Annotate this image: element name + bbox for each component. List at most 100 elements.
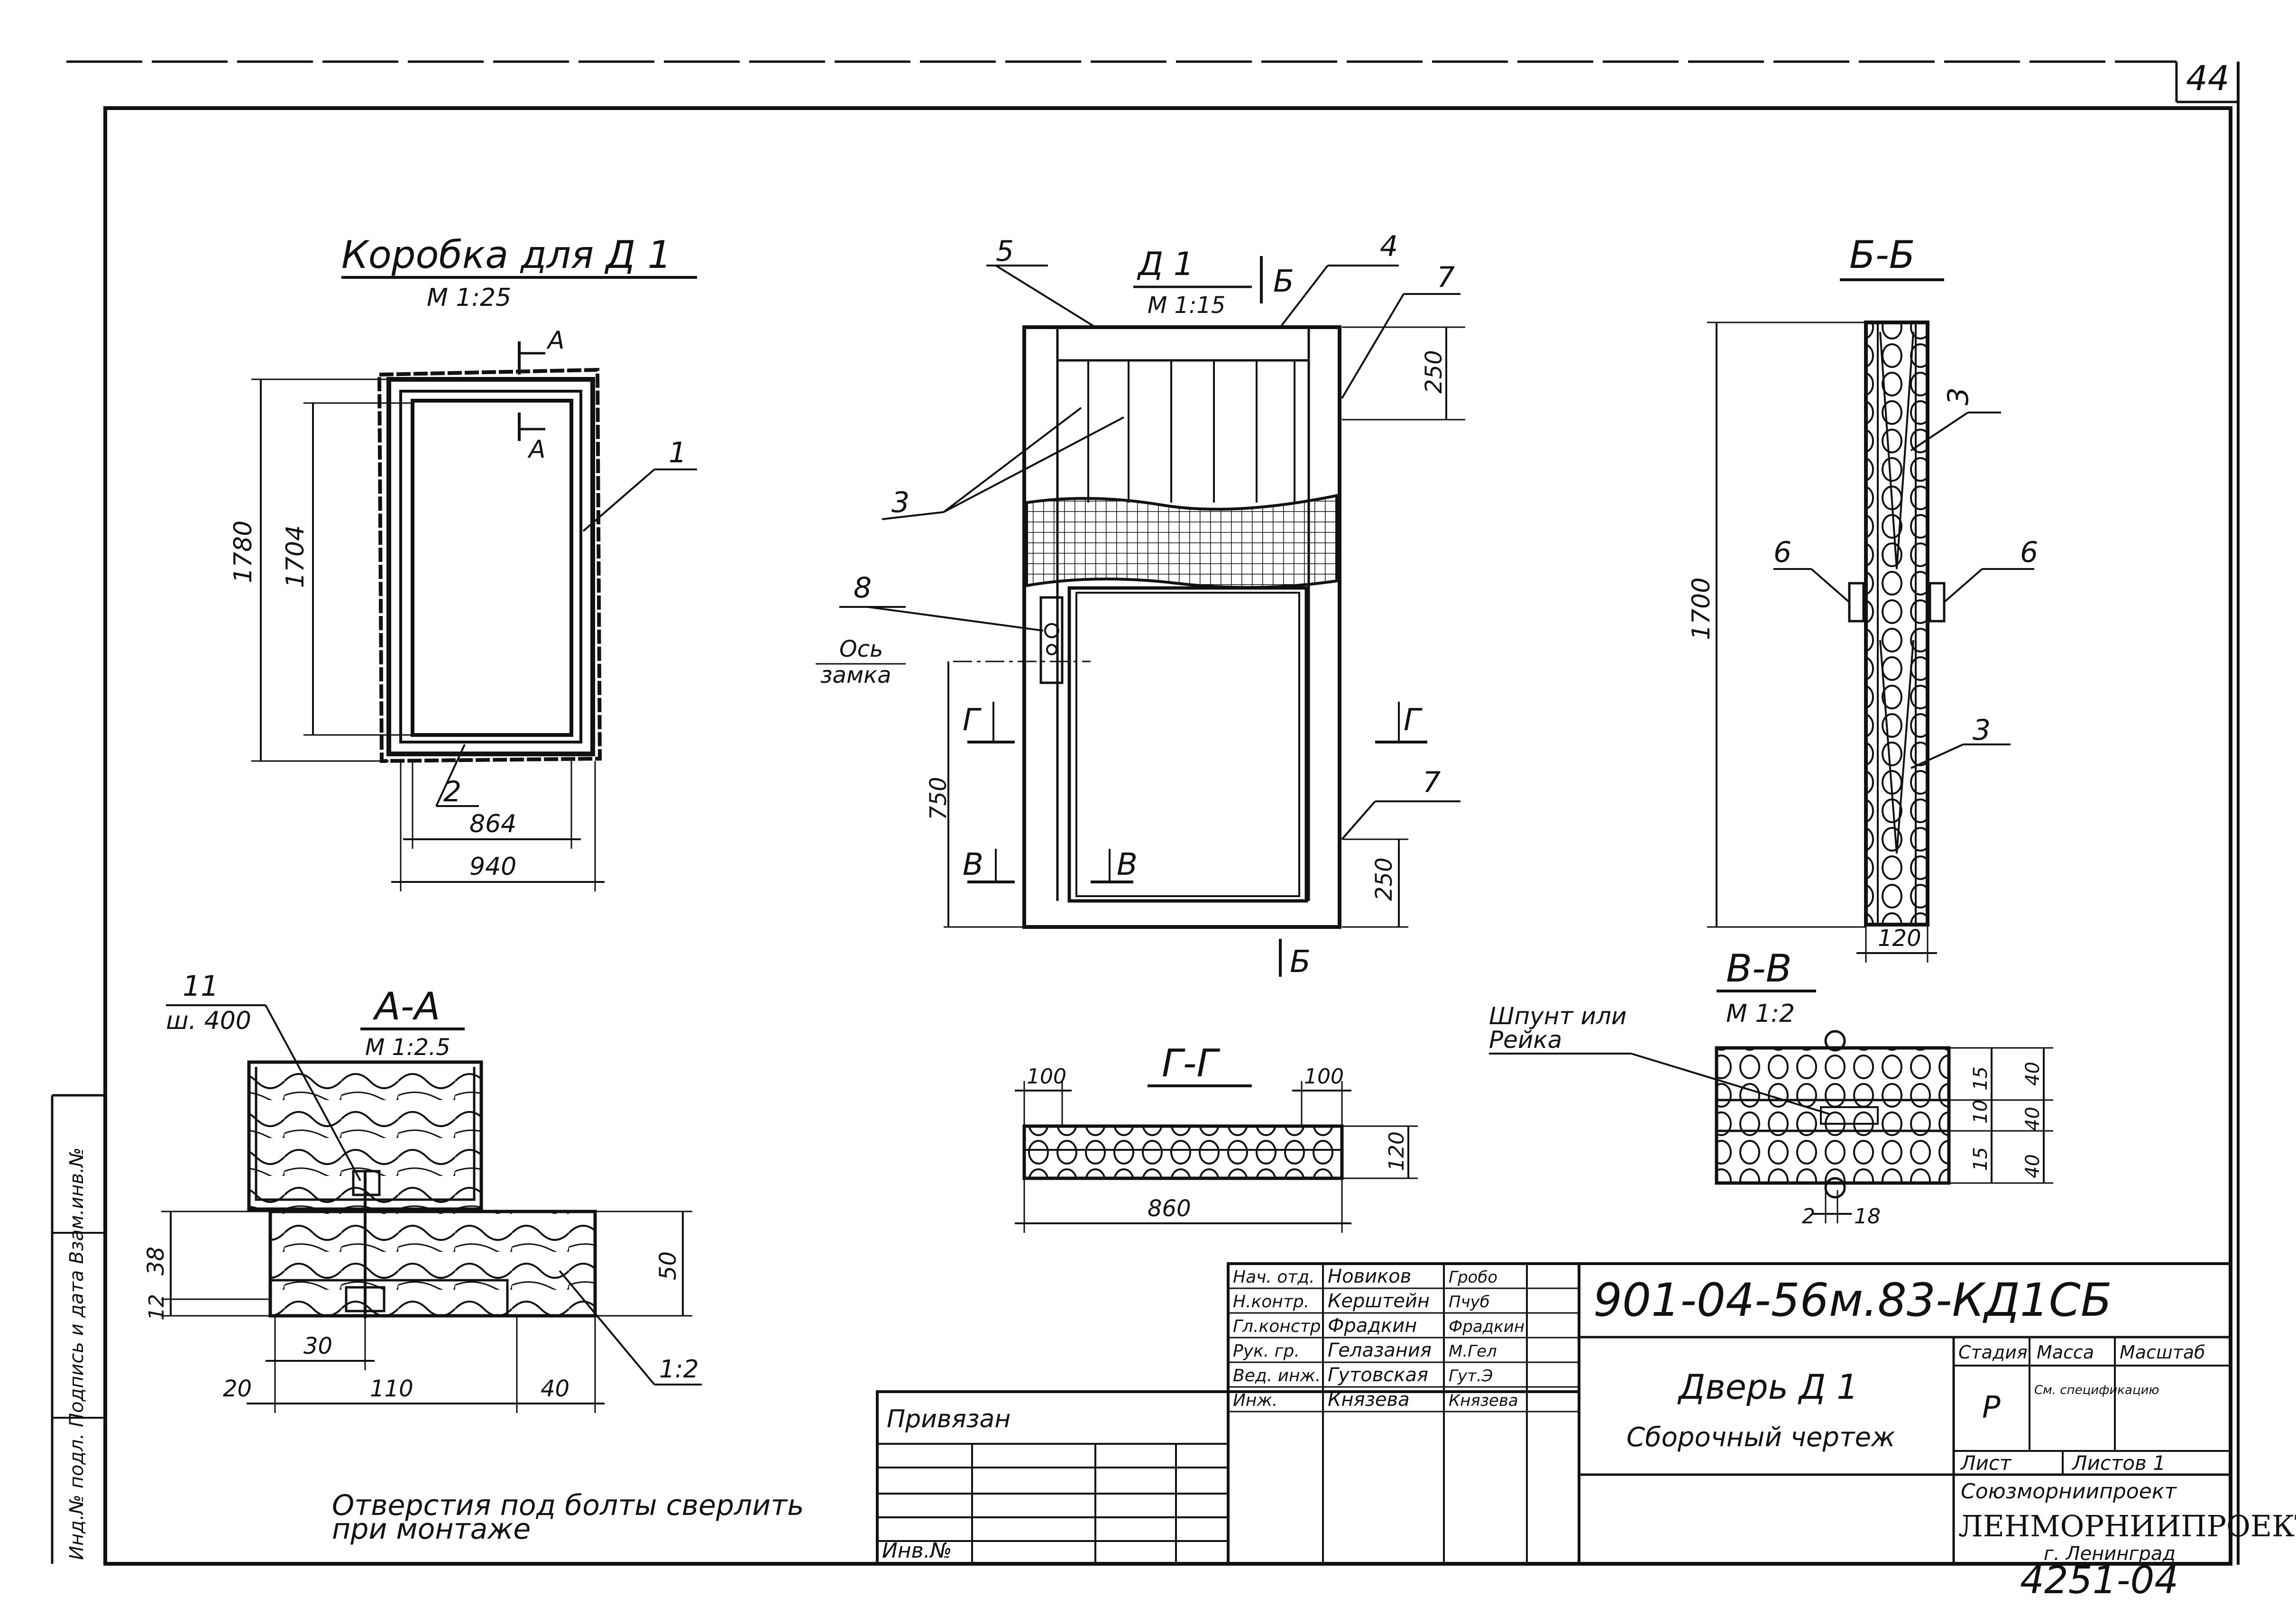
sheet-label: Лист <box>1960 1451 2012 1475</box>
section-aa-dim-40: 40 <box>541 1376 569 1402</box>
org-line3: г. Ленинград <box>2044 1543 2176 1565</box>
section-gg-title: Г-Г <box>1162 1041 1220 1085</box>
section-aa-pitch: ш. 400 <box>166 1007 251 1035</box>
section-aa-dim-110: 110 <box>370 1376 413 1402</box>
door-title: Д 1 <box>1137 246 1194 283</box>
view-door: Д 1 М 1:15 Б Ось замка <box>816 230 1465 980</box>
door-callout-7-top: 7 <box>1437 261 1455 294</box>
role-5: Инж. <box>1233 1391 1277 1410</box>
side-strip-text: Инд.№ подл. Подпись и дата Взам.инв.№ <box>66 1147 88 1560</box>
org-line1: Союзморниипроект <box>1961 1479 2177 1504</box>
section-aa-dim-38: 38 <box>143 1247 169 1275</box>
door-callout-4: 4 <box>1380 230 1398 263</box>
section-vv-dim-40-bottom: 40 <box>2022 1154 2044 1178</box>
section-bb-dim-height: 1700 <box>1687 578 1716 640</box>
view-frame: Коробка для Д 1 М 1:25 А А 1 2 1780 1704 <box>229 233 697 891</box>
side-strip: Инд.№ подл. Подпись и дата Взам.инв.№ <box>51 1094 105 1564</box>
section-aa-dim-20: 20 <box>223 1376 252 1402</box>
section-gg-dim-120: 120 <box>1385 1131 1409 1171</box>
bound-label: Привязан <box>887 1405 1010 1433</box>
door-callout-8: 8 <box>854 571 872 605</box>
role-4: Вед. инж. <box>1233 1366 1321 1385</box>
frame-dim-height-outer: 1780 <box>229 521 257 583</box>
door-callout-7-bottom: 7 <box>1423 766 1441 799</box>
section-vv-dim-2: 2 <box>1802 1204 1815 1229</box>
signature-0: Гробо <box>1449 1268 1497 1287</box>
section-bb-callout-6-right: 6 <box>2020 536 2038 569</box>
section-vv-dim-15-top: 15 <box>1970 1066 1992 1091</box>
section-gg-dim-860: 860 <box>1148 1195 1191 1222</box>
door-section-g-right: Г <box>1404 703 1423 738</box>
sheet-number: 44 <box>2186 58 2230 98</box>
frame-dim-height-inner: 1704 <box>281 525 310 588</box>
view-section-gg: Г-Г 100 100 120 860 <box>1015 1041 1418 1233</box>
section-vv-dim-18: 18 <box>1854 1204 1881 1229</box>
frame-scale: М 1:25 <box>427 284 511 312</box>
lock-axis-label-line2: замка <box>820 662 891 688</box>
lock-plate <box>1039 596 1064 684</box>
section-vv-label-line1: Шпунт или <box>1489 1002 1626 1030</box>
frame-title: Коробка для Д 1 <box>341 233 671 277</box>
name-3: Гелазания <box>1328 1340 1432 1361</box>
section-aa-dim-30: 30 <box>303 1333 332 1359</box>
door-section-mark-bottom: Б <box>1290 945 1311 980</box>
frame-section-mark-bottom: А <box>527 435 546 464</box>
signature-1: Пчуб <box>1449 1293 1490 1312</box>
org-line2: ЛЕНМОРНИИПРОЕКТ <box>1958 1509 2296 1543</box>
view-section-aa: А-А М 1:2.5 11 ш. 400 38 12 50 1:2 <box>143 970 804 1546</box>
section-aa-note-line1: Отверстия под болты сверлить <box>332 1489 804 1522</box>
frame-dim-width-inner: 864 <box>469 810 516 838</box>
section-gg-dim-100-right: 100 <box>1304 1064 1344 1089</box>
mass-label: Масса <box>2037 1342 2094 1363</box>
title-block: Привязан Инв.№ Нач. отд. Н.контр. Гл.кон… <box>876 1262 2296 1565</box>
section-aa-callout-11: 11 <box>183 970 219 1003</box>
section-vv-dim-10: 10 <box>1970 1100 1992 1124</box>
frame-callout-2: 2 <box>443 775 461 808</box>
section-gg-body <box>1022 1124 1344 1180</box>
door-section-g-left: Г <box>963 703 982 738</box>
name-2: Фрадкин <box>1328 1315 1417 1337</box>
section-aa-scale: М 1:2.5 <box>365 1034 450 1061</box>
frame-section-mark-top: А <box>546 326 565 355</box>
signature-5: Князева <box>1449 1391 1518 1410</box>
door-section-v-right: В <box>1117 847 1138 882</box>
signature-4: Гут.Э <box>1449 1367 1493 1385</box>
signature-3: М.Гел <box>1449 1342 1497 1361</box>
section-vv-dim-40-mid: 40 <box>2022 1107 2044 1131</box>
door-section-v-left: В <box>963 847 983 882</box>
section-bb-title: Б-Б <box>1849 233 1915 277</box>
stage-value: Р <box>1982 1390 2001 1425</box>
drawing-type: Сборочный чертеж <box>1626 1422 1895 1453</box>
mass-value: См. спецификацию <box>2034 1383 2159 1397</box>
role-3: Рук. гр. <box>1233 1341 1300 1361</box>
inv-label: Инв.№ <box>882 1539 952 1563</box>
name-4: Гутовская <box>1328 1364 1428 1386</box>
section-aa-slope: 1:2 <box>659 1355 699 1384</box>
door-section-mark-top: Б <box>1273 264 1294 299</box>
role-0: Нач. отд. <box>1233 1267 1315 1287</box>
section-vv-dim-40-top: 40 <box>2022 1062 2044 1086</box>
section-vv-scale: М 1:2 <box>1726 1000 1795 1028</box>
section-bb-callout-3-bottom: 3 <box>1973 714 1991 747</box>
frame-callout-1: 1 <box>669 436 687 469</box>
role-2: Гл.констр. <box>1233 1317 1326 1336</box>
frame-dim-width-outer: 940 <box>469 853 516 881</box>
section-vv-body <box>1715 1046 1951 1185</box>
door-callout-3: 3 <box>891 486 909 519</box>
section-aa-title: А-А <box>372 984 440 1028</box>
door-scale: М 1:15 <box>1148 292 1225 319</box>
section-bb-body <box>1864 321 1929 927</box>
name-0: Новиков <box>1328 1266 1411 1287</box>
view-section-bb: Б-Б 3 3 6 6 1700 120 <box>1687 233 2038 963</box>
stamp-number: 4251-04 <box>2020 1558 2178 1602</box>
section-aa-dim-12: 12 <box>145 1294 169 1321</box>
signature-2: Фрадкин <box>1449 1317 1525 1336</box>
door-dim-top: 250 <box>1421 350 1447 394</box>
name-5: Князева <box>1328 1389 1410 1411</box>
section-gg-dim-100-left: 100 <box>1027 1064 1066 1089</box>
role-1: Н.контр. <box>1233 1292 1309 1312</box>
stage-label: Стадия <box>1958 1342 2028 1363</box>
section-vv-label-line2: Рейка <box>1489 1026 1562 1054</box>
section-bb-dim-width: 120 <box>1878 925 1921 952</box>
